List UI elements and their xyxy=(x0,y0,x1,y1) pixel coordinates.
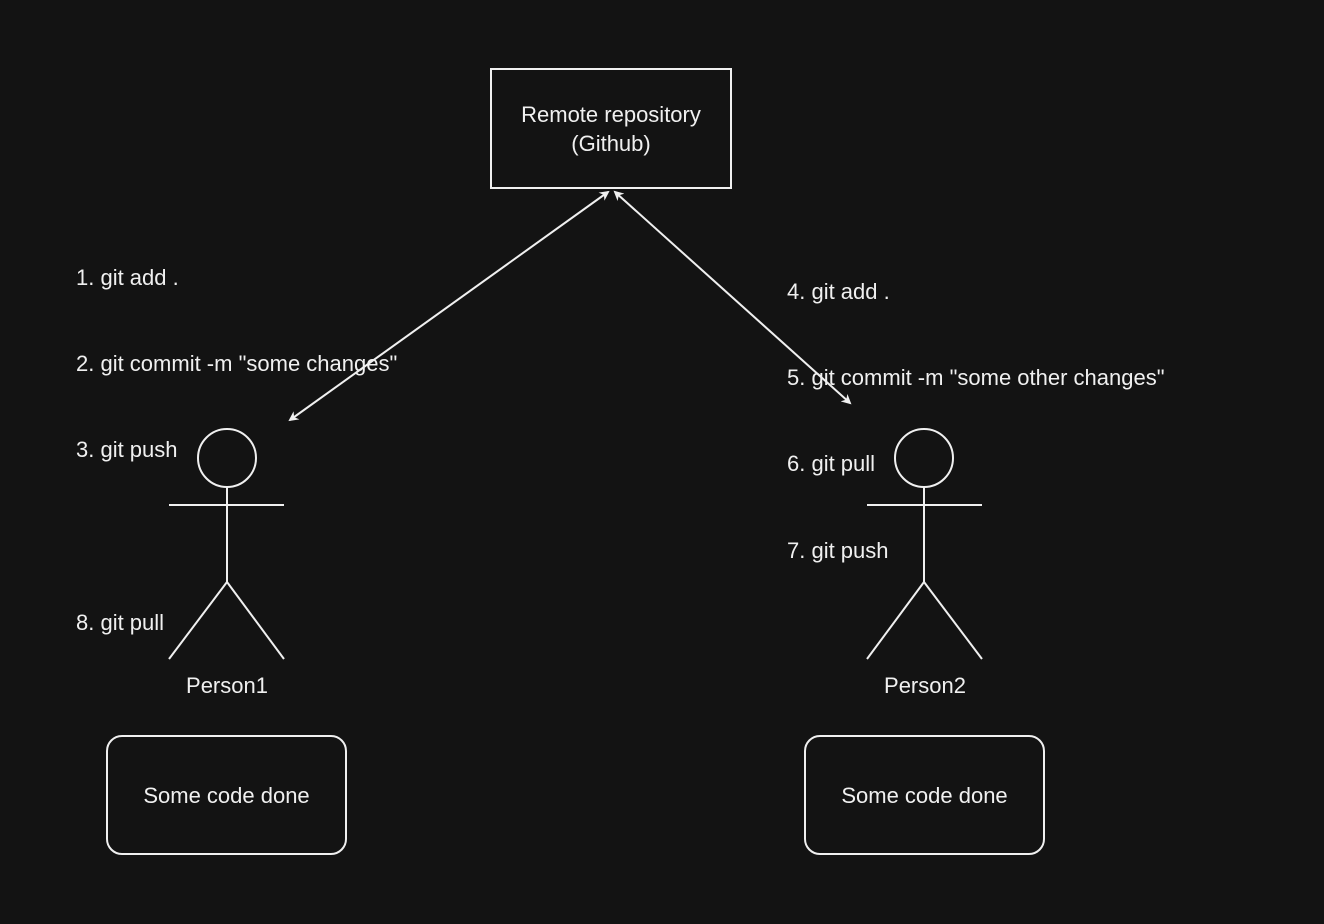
remote-repository-subtitle: (Github) xyxy=(571,130,651,156)
person2-code-box[interactable]: Some code done xyxy=(804,735,1045,855)
person2-step: 6. git pull xyxy=(787,451,876,477)
person1-step: 2. git commit -m "some changes" xyxy=(76,350,398,376)
person1-label: Person1 xyxy=(186,673,268,698)
arrow-remote-person2 xyxy=(613,190,852,405)
person2-label: Person2 xyxy=(884,673,966,698)
person2-figure-icon xyxy=(866,428,983,660)
person2-step: 7. git push xyxy=(787,537,889,563)
arrow-person1-remote xyxy=(288,190,610,422)
person2-step: 4. git add . xyxy=(787,278,890,304)
person1-step-spacer xyxy=(76,523,397,552)
remote-repository-title: Remote repository xyxy=(521,101,701,127)
person1-steps: 1. git add . 2. git commit -m "some chan… xyxy=(76,206,397,696)
person2-step: 5. git commit -m "some other changes" xyxy=(787,364,1165,390)
person2-code-box-label: Some code done xyxy=(841,782,1008,808)
person1-step: 3. git push xyxy=(76,437,178,463)
person1-step: 8. git pull xyxy=(76,610,165,636)
person1-code-box-label: Some code done xyxy=(143,782,310,808)
remote-repository-box[interactable]: Remote repository (Github) xyxy=(490,68,732,189)
person1-step: 1. git add . xyxy=(76,264,179,290)
person1-code-box[interactable]: Some code done xyxy=(106,735,347,855)
person2-steps: 4. git add . 5. git commit -m "some othe… xyxy=(787,220,1165,623)
person1-figure-icon xyxy=(168,428,285,660)
